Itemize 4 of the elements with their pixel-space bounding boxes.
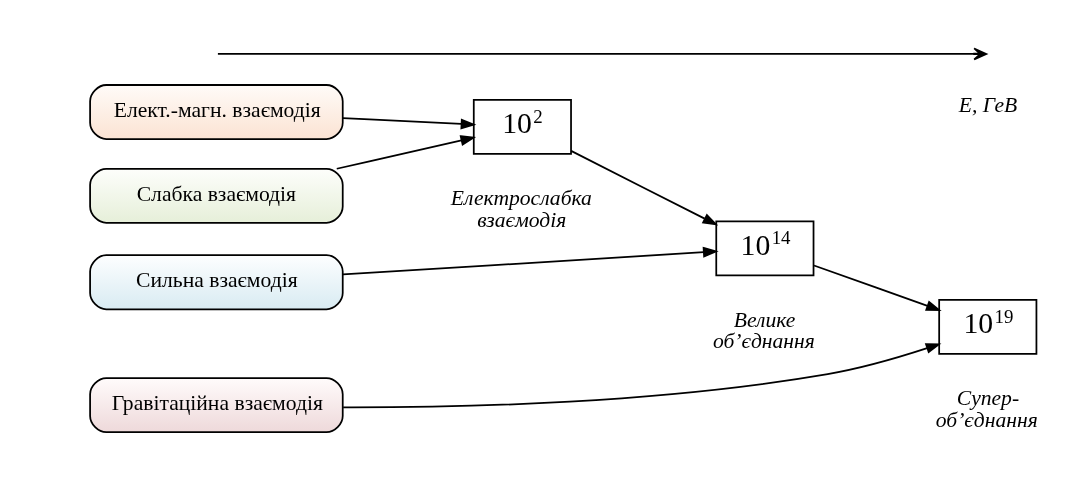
node-label: Електрослабка взаємодія bbox=[450, 185, 592, 232]
node-label: Велике об’єднання bbox=[712, 307, 815, 354]
node-label: Супер- об’єднання bbox=[935, 385, 1038, 432]
label: E, ГеВ bbox=[958, 92, 1018, 117]
